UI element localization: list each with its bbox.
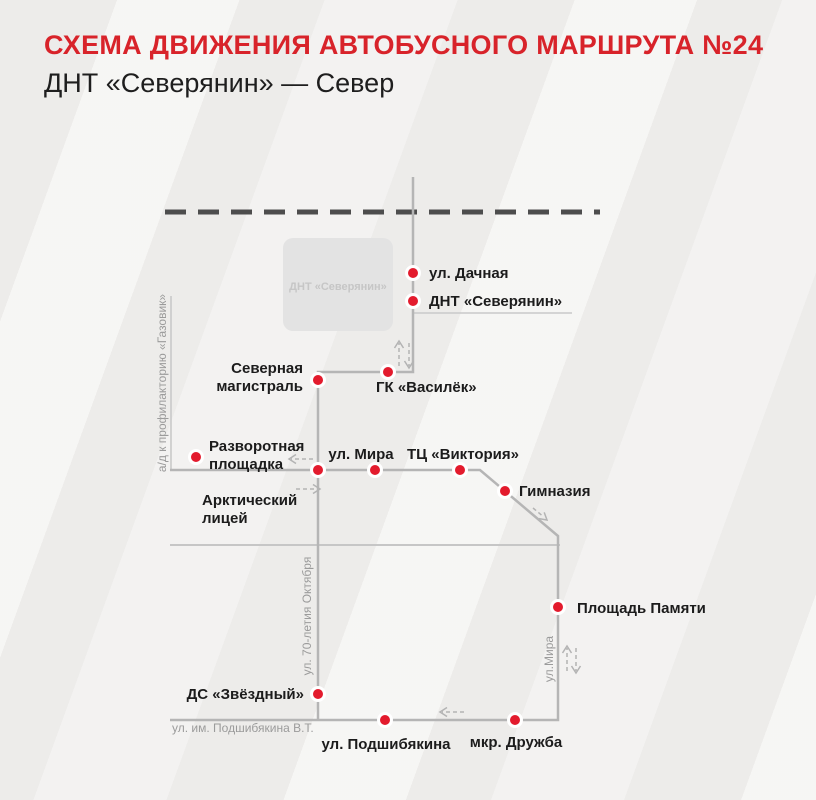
- stop-label-ds-zvezdny: ДС «Звёздный»: [187, 686, 304, 703]
- street-label-oktyabrya70: ул. 70-летия Октября: [300, 557, 314, 676]
- page-subtitle: ДНТ «Северянин» — Север: [44, 68, 395, 99]
- stop-dot-dachnaya: [405, 265, 421, 281]
- stop-label-severnaya-line1: Северная: [231, 360, 303, 377]
- direction-arrow-diagonal-gimnaziya: [532, 507, 549, 521]
- stop-dot-severnaya-magistral: [310, 372, 326, 388]
- street-label-mira: ул.Мира: [542, 636, 556, 682]
- page-title: СХЕМА ДВИЖЕНИЯ АВТОБУСНОГО МАРШРУТА №24: [44, 30, 764, 60]
- stop-dot-ds-zvezdny: [310, 686, 326, 702]
- stop-dot-ul-podshibyakina: [377, 712, 393, 728]
- stop-label-dachnaya: ул. Дачная: [429, 265, 509, 282]
- street-label-gazovik: а/д к профилакторию «Газовик»: [155, 294, 169, 473]
- stop-dot-mkr-druzhba: [507, 712, 523, 728]
- direction-arrow-up-mira-south: [561, 644, 573, 671]
- stop-label-ploshchad-pamyati: Площадь Памяти: [577, 600, 706, 617]
- stop-dot-gk-vasilek: [380, 364, 396, 380]
- direction-arrow-right-mira: [296, 483, 322, 495]
- stop-label-mkr-druzhba: мкр. Дружба: [470, 734, 563, 751]
- stop-label-arktichesky-line2: лицей: [202, 510, 248, 527]
- stop-label-gimnaziya: Гимназия: [519, 483, 590, 500]
- stop-dot-dnt-severyanin: [405, 293, 421, 309]
- stop-label-ul-mira: ул. Мира: [328, 446, 394, 463]
- stop-label-razvorotnaya-line1: Разворотная: [209, 438, 304, 455]
- stop-dot-tc-victoria: [452, 462, 468, 478]
- stop-dot-gimnaziya: [497, 483, 513, 499]
- stop-label-ul-podshibyakina: ул. Подшибякина: [322, 736, 452, 753]
- stop-label-razvorotnaya-line2: площадка: [209, 456, 284, 473]
- direction-arrow-left-mira: [287, 453, 313, 465]
- stop-dot-arktichesky-licey: [310, 462, 326, 478]
- header: СХЕМА ДВИЖЕНИЯ АВТОБУСНОГО МАРШРУТА №24 …: [44, 30, 763, 99]
- stop-label-gk-vasilek: ГК «Василёк»: [376, 379, 477, 396]
- stop-dot-ul-mira: [367, 462, 383, 478]
- direction-arrow-down-mira-south: [570, 648, 582, 675]
- stop-label-severnaya-line2: магистраль: [216, 378, 303, 395]
- stop-dot-ploshchad-pamyati: [550, 599, 566, 615]
- stop-label-tc-victoria: ТЦ «Виктория»: [407, 446, 519, 463]
- stop-dot-razvorotnaya: [188, 449, 204, 465]
- stop-label-dnt-severyanin: ДНТ «Северянин»: [429, 293, 562, 310]
- stop-label-arktichesky-line1: Арктический: [202, 492, 297, 509]
- dnt-area-block: [283, 238, 393, 331]
- direction-arrow-down-north: [403, 343, 415, 370]
- direction-arrow-left-podshibyakina: [438, 706, 464, 718]
- street-label-podshibyakina: ул. им. Подшибякина В.Т.: [172, 721, 314, 735]
- direction-arrow-up-north: [393, 339, 405, 366]
- dnt-area-label: ДНТ «Северянин»: [289, 281, 387, 293]
